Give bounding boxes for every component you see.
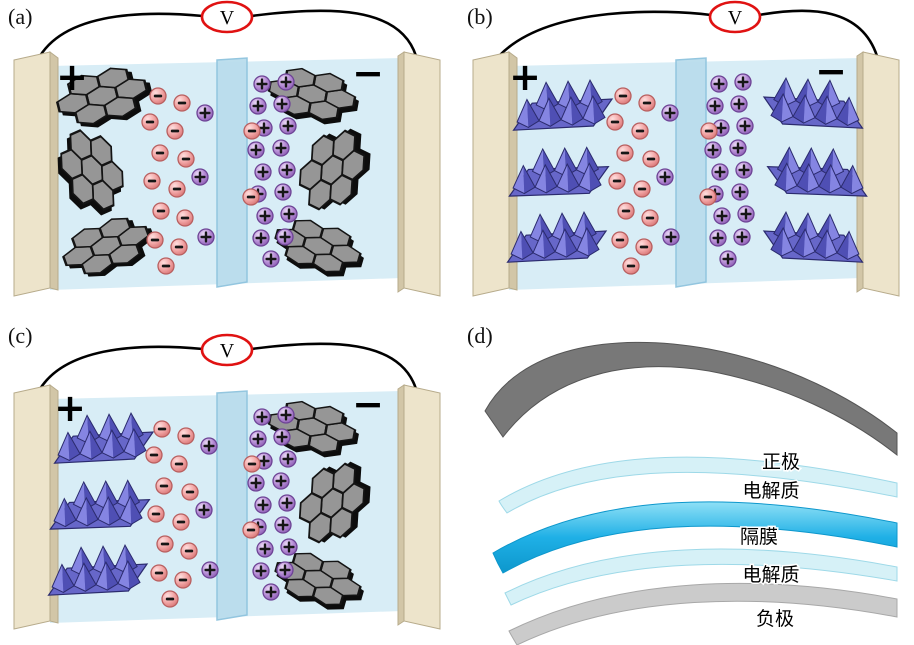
panel-b: (b) V + − [467, 0, 900, 297]
positive-terminal-sign: + [509, 55, 541, 99]
voltmeter: V [200, 333, 254, 367]
voltmeter-label: V [220, 7, 235, 29]
voltmeter-icon [200, 0, 254, 34]
positive-terminal-sign: + [54, 386, 86, 430]
wire-left [38, 345, 205, 391]
negative-terminal-sign: − [352, 51, 384, 95]
electrolyte-bottom-label: 电解质 [742, 564, 799, 586]
separator-layer [492, 501, 898, 574]
voltmeter-label: V [220, 340, 235, 362]
negative-terminal-sign: − [815, 49, 847, 93]
anode-layer [508, 582, 898, 645]
voltmeter-label: V [728, 7, 743, 29]
cathode-layer [484, 341, 898, 457]
wire-right [249, 342, 418, 391]
voltmeter: V [200, 0, 254, 34]
panel-d-label: (d) [467, 323, 493, 348]
negative-terminal-sign: − [352, 382, 384, 426]
electrolyte-top-label: 电解质 [742, 480, 799, 502]
cathode-label: 正极 [762, 451, 800, 473]
panel-a: (a) V + − [8, 0, 441, 297]
panel-a-label: (a) [8, 4, 32, 29]
electrolyte-top-layer [498, 456, 898, 514]
wire-right [249, 9, 418, 58]
voltmeter-icon [708, 0, 762, 34]
panel-c-label: (c) [8, 323, 32, 348]
wire-left [497, 10, 713, 58]
panel-c: (c) V + − [8, 323, 441, 630]
wire-left [38, 12, 205, 58]
positive-terminal-sign: + [56, 55, 88, 99]
cell-group: V + − [13, 333, 441, 630]
anode-label: 负极 [756, 608, 794, 630]
wire-right [757, 9, 879, 58]
voltmeter: V [708, 0, 762, 34]
panel-d: (d) 正极 电解质 隔膜 电解质 负极 [467, 323, 898, 645]
separator-label: 隔膜 [740, 526, 778, 548]
voltmeter-icon [200, 333, 254, 367]
electrolyte-bottom-layer [504, 548, 898, 606]
panel-b-label: (b) [467, 4, 493, 29]
